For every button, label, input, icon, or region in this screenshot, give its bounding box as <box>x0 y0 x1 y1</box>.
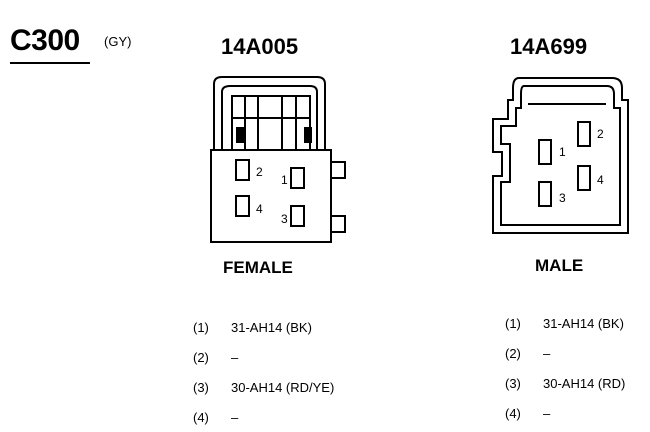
pin-number: (2) <box>193 350 209 365</box>
female-cavity-4 <box>235 195 250 217</box>
pinout-row: (1) 31-AH14 (BK) <box>505 316 624 331</box>
female-latch <box>213 76 326 150</box>
pin-number: (3) <box>193 380 209 395</box>
male-cavity-label: 3 <box>559 191 566 205</box>
male-cavity-2 <box>577 121 591 147</box>
female-cavity-label: 1 <box>281 173 288 187</box>
male-cavity-label: 4 <box>597 173 604 187</box>
pin-circuit: 31-AH14 (BK) <box>231 320 312 335</box>
female-cavity-label: 2 <box>256 165 263 179</box>
pin-number: (1) <box>193 320 209 335</box>
pinout-row: (3) 30-AH14 (RD) <box>505 376 625 391</box>
left-gender-label: FEMALE <box>223 258 293 277</box>
female-body <box>210 149 332 243</box>
male-cavity-4 <box>577 165 591 191</box>
pin-circuit: – <box>543 406 551 421</box>
female-latch-inner <box>221 85 318 150</box>
female-cavity-label: 4 <box>256 202 263 216</box>
connector-id: C300 <box>10 24 80 57</box>
pin-circuit: – <box>231 410 239 425</box>
female-cavity-1 <box>290 167 305 189</box>
male-cavity-3 <box>538 181 552 207</box>
pin-circuit: 30-AH14 (RD) <box>543 376 626 391</box>
pinout-row: (4) – <box>505 406 550 421</box>
pin-circuit: – <box>543 346 551 361</box>
pin-number: (4) <box>193 410 209 425</box>
pinout-row: (2) – <box>505 346 550 361</box>
pinout-row: (4) – <box>193 410 238 425</box>
female-cavity-3 <box>290 205 305 227</box>
pin-circuit: – <box>231 350 239 365</box>
pinout-row: (2) – <box>193 350 238 365</box>
pin-number: (3) <box>505 376 521 391</box>
female-latch-tab <box>236 127 244 143</box>
left-part-number: 14A005 <box>221 34 299 59</box>
female-side-tab <box>330 215 346 233</box>
male-outer-shell <box>492 77 629 234</box>
connector-color-code: (GY) <box>104 34 132 49</box>
female-latch-tab <box>304 127 312 143</box>
pinout-row: (1) 31-AH14 (BK) <box>193 320 312 335</box>
male-connector-face <box>492 77 629 234</box>
male-cavity-1 <box>538 139 552 165</box>
female-side-tab <box>330 161 346 179</box>
female-cavity-2 <box>235 159 250 181</box>
female-cavity-label: 3 <box>281 212 288 226</box>
male-inner-shell <box>500 85 621 226</box>
right-part-number: 14A699 <box>510 34 588 59</box>
pinout-row: (3) 30-AH14 (RD/YE) <box>193 380 334 395</box>
female-connector-face <box>210 76 346 243</box>
pin-circuit: 30-AH14 (RD/YE) <box>231 380 335 395</box>
male-cavity-label: 1 <box>559 145 566 159</box>
male-cavity-label: 2 <box>597 127 604 141</box>
pin-circuit: 31-AH14 (BK) <box>543 316 624 331</box>
pin-number: (2) <box>505 346 521 361</box>
connector-id-underline <box>10 62 90 64</box>
right-gender-label: MALE <box>535 256 584 275</box>
pin-number: (1) <box>505 316 521 331</box>
pin-number: (4) <box>505 406 521 421</box>
